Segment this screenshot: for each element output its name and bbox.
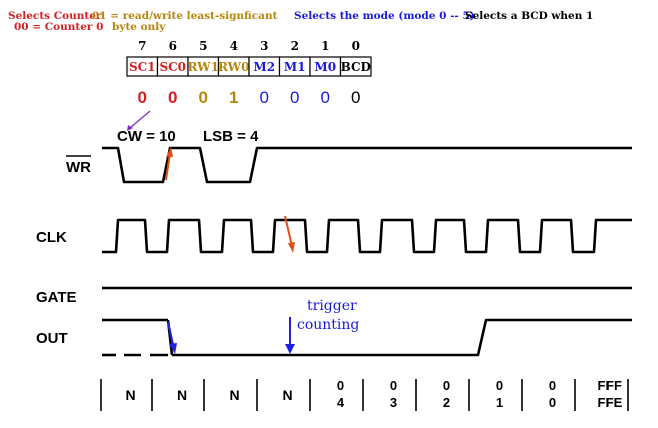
- count-value-low: 1: [496, 395, 503, 410]
- out-waveform: [102, 318, 632, 357]
- count-value-high: 0: [390, 378, 397, 393]
- wr-edge-arrowhead: [166, 147, 173, 157]
- bit-number: 0: [352, 39, 360, 53]
- cw-annotation: CW = 10: [117, 128, 176, 145]
- mode-note: Selects the mode (mode 0 -- 5): [294, 10, 475, 22]
- clk-edge-arrow: [284, 215, 293, 247]
- bit-value: 0: [199, 88, 208, 107]
- field-label: M2: [253, 60, 275, 74]
- wr-signal-label: WR: [66, 159, 91, 176]
- wr-edge-arrow: [165, 152, 171, 181]
- bit-value: 0: [321, 88, 330, 107]
- out-signal-label: OUT: [36, 330, 68, 347]
- sc-note-line2: 00 = Counter 0: [14, 21, 103, 33]
- count-value-low: 3: [390, 395, 397, 410]
- count-value: N: [229, 387, 239, 403]
- count-value-low: 0: [549, 395, 556, 410]
- count-value-low: FE: [606, 395, 623, 410]
- clk-waveform: [102, 218, 632, 254]
- bit-number: 6: [169, 39, 177, 53]
- count-value-high: 0: [549, 378, 556, 393]
- register-cell: [339, 56, 372, 77]
- bit-value: 0: [351, 88, 360, 107]
- field-label: SC1: [129, 60, 156, 74]
- bcd-note: Selects a BCD when 1: [465, 10, 593, 22]
- gate-signal-label: GATE: [36, 289, 77, 306]
- field-label: M0: [314, 60, 336, 74]
- count-value: N: [177, 387, 187, 403]
- count-value-high: FF: [598, 378, 614, 393]
- field-label: M1: [284, 60, 306, 74]
- field-label: BCD: [341, 60, 371, 74]
- trigger-label-line1: trigger: [307, 298, 357, 314]
- out-load-arrowhead: [169, 343, 177, 354]
- bit-number: 5: [199, 39, 207, 53]
- trigger-label-line2: counting: [297, 317, 359, 333]
- bit-number: 2: [291, 39, 299, 53]
- count-value-high: 0: [496, 378, 503, 393]
- count-value-low: 4: [337, 395, 345, 410]
- bit-value: 1: [229, 88, 238, 107]
- field-label: RW1: [187, 60, 219, 74]
- bit-number: 3: [260, 39, 268, 53]
- out-load-arrow: [166, 321, 175, 346]
- count-value-high: 0: [337, 378, 344, 393]
- lsb-annotation: LSB = 4: [203, 128, 259, 145]
- bit-value: 0: [290, 88, 299, 107]
- count-value-low: FF: [598, 395, 614, 410]
- bit-value: 0: [168, 88, 177, 107]
- pointer-arrow: [129, 110, 151, 129]
- rw-note-line2: byte only: [112, 21, 166, 33]
- rw-note-line1: 01 = read/write least-signficant: [92, 10, 278, 22]
- trigger-arrowhead: [285, 344, 295, 354]
- bit-value: 0: [260, 88, 269, 107]
- count-value: N: [282, 387, 292, 403]
- field-label: RW0: [218, 60, 250, 74]
- count-value-low: 2: [443, 395, 450, 410]
- clk-signal-label: CLK: [36, 229, 67, 246]
- bit-number: 1: [321, 39, 329, 53]
- count-value-high: FF: [606, 378, 622, 393]
- clk-edge-arrowhead: [288, 242, 295, 253]
- field-label: SC0: [159, 60, 186, 74]
- bit-number: 7: [138, 39, 146, 53]
- pointer-arrowhead: [127, 125, 133, 131]
- count-value: N: [125, 387, 135, 403]
- wr-waveform: [102, 146, 632, 184]
- bit-value: 0: [138, 88, 147, 107]
- sc-note-line1: Selects Counter: [8, 10, 102, 22]
- count-value-high: 0: [443, 378, 450, 393]
- bit-number: 4: [230, 39, 238, 53]
